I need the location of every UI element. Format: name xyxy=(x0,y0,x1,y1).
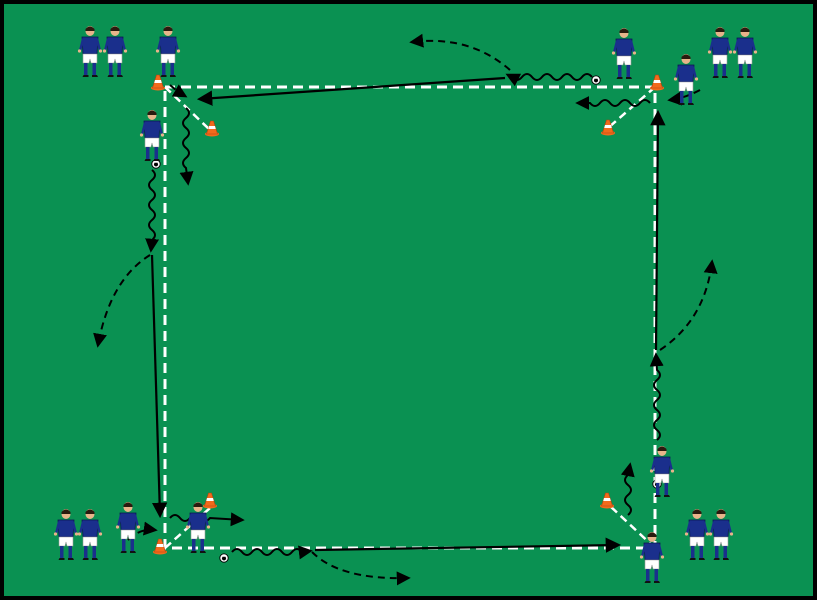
run-arrow-bottom xyxy=(311,551,411,586)
dribble-left xyxy=(145,169,160,253)
pass-arrow-right xyxy=(650,109,666,351)
dribble-top-left xyxy=(179,107,194,186)
corner-diag-top-right xyxy=(607,86,656,129)
dribble-top xyxy=(505,73,593,87)
dribble-top-right xyxy=(575,96,651,110)
run-arrow-right xyxy=(659,259,718,351)
dribble-bottom xyxy=(231,545,313,560)
run-arrow-top-left-corner xyxy=(169,84,188,98)
corner-diag-bottom-right xyxy=(609,505,656,549)
ball-icon xyxy=(591,75,601,85)
dribble-bottom-right xyxy=(620,462,635,516)
run-arrow-top-right-corner xyxy=(667,89,701,106)
run-arrow-left xyxy=(93,254,151,348)
dribble-arrows xyxy=(145,73,664,560)
ball-icon xyxy=(151,159,161,169)
pass-arrow-top xyxy=(196,76,506,106)
dribble-right xyxy=(649,352,664,441)
pass-arrow-left xyxy=(150,254,168,519)
run-arrow-top xyxy=(409,33,511,71)
ball-icon xyxy=(219,553,229,563)
pass-arrows xyxy=(150,76,666,553)
pass-arrow-bottom xyxy=(314,537,622,553)
